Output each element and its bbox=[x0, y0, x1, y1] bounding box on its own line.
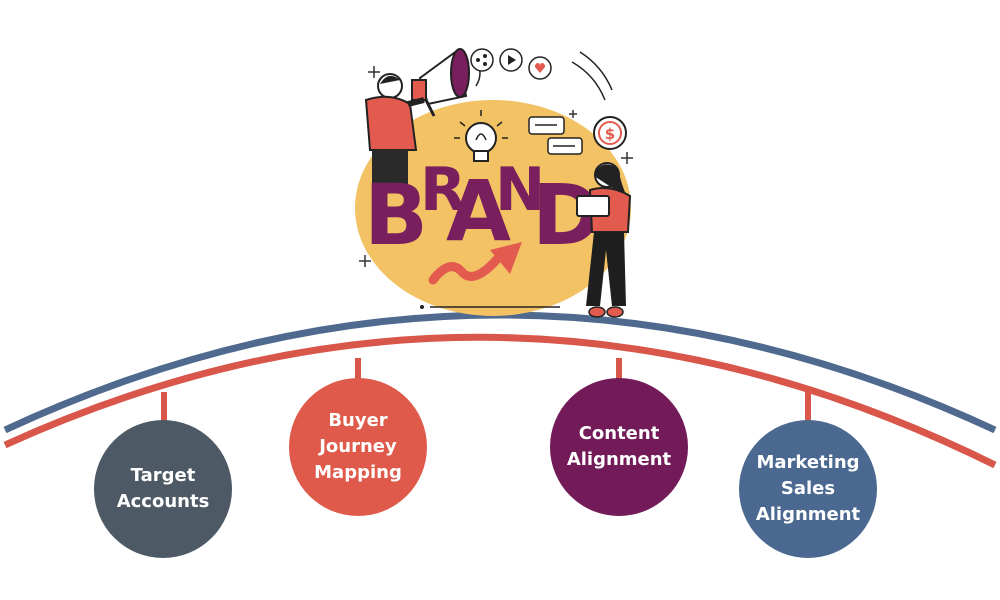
node-label: Marketing Sales Alignment bbox=[755, 452, 861, 525]
dollar-glyph: $ bbox=[605, 125, 615, 143]
marketing-sales-alignment-node: Marketing Sales Alignment bbox=[739, 420, 877, 558]
sparkle-icon bbox=[359, 66, 633, 267]
node-label: Content Alignment bbox=[566, 423, 672, 470]
brand-letter: B bbox=[364, 166, 428, 264]
content-alignment-node: Content Alignment bbox=[550, 378, 688, 516]
play-icon bbox=[499, 48, 523, 72]
red-arc bbox=[3, 333, 997, 469]
lightbulb-icon bbox=[454, 110, 508, 162]
brand-letter: R bbox=[420, 155, 466, 225]
target-accounts-node: Target Accounts bbox=[94, 420, 232, 558]
brand-letter: N bbox=[495, 155, 545, 225]
megaphone-icon bbox=[411, 48, 481, 117]
dollar-coin-icon bbox=[593, 116, 627, 150]
node-label: Buyer Journey Mapping bbox=[314, 410, 402, 483]
motion-lines bbox=[571, 51, 613, 101]
node-label: Target Accounts bbox=[116, 465, 210, 512]
buyer-journey-mapping-node: Buyer Journey Mapping bbox=[289, 378, 427, 516]
woman-figure bbox=[576, 162, 632, 318]
blue-arc bbox=[3, 311, 997, 434]
chat-bubble-icon bbox=[528, 116, 583, 155]
heart-icon bbox=[528, 56, 552, 80]
growth-arrow-icon bbox=[428, 242, 522, 285]
share-icon bbox=[470, 48, 494, 72]
man-figure bbox=[364, 73, 425, 186]
brand-word: B R A N D bbox=[364, 155, 602, 264]
brand-letter: A bbox=[446, 162, 511, 260]
